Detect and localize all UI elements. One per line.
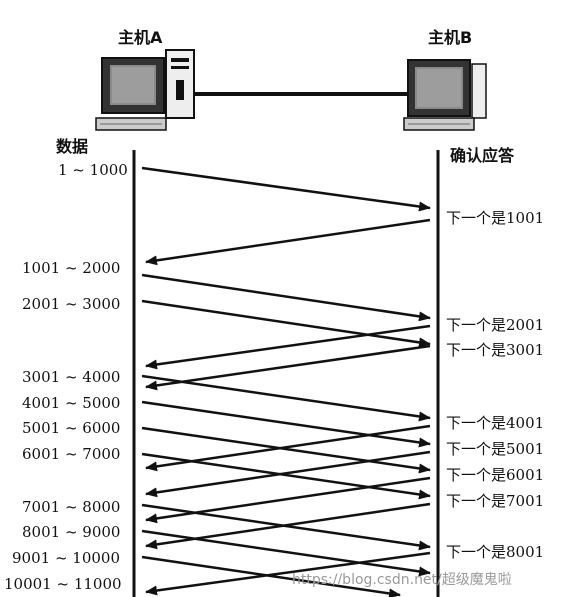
data-arrow xyxy=(141,400,431,448)
host-b-computer-icon xyxy=(403,59,487,131)
host-a-label: 主机A xyxy=(118,28,163,47)
ack-label: 下一个是1001 xyxy=(446,209,544,227)
data-column-title: 数据 xyxy=(56,137,88,156)
segment-label: 4001 ~ 5000 xyxy=(22,394,120,412)
ack-label: 下一个是7001 xyxy=(446,492,544,510)
ack-arrow xyxy=(145,551,431,596)
segment-label: 9001 ~ 10000 xyxy=(12,549,120,567)
ack-arrow xyxy=(145,502,431,550)
ack-arrow xyxy=(145,218,431,266)
ack-arrow xyxy=(145,324,431,370)
ack-label: 下一个是8001 xyxy=(446,543,544,561)
host-b-label: 主机B xyxy=(428,28,472,47)
segment-label: 8001 ~ 9000 xyxy=(22,523,120,541)
watermark: https://blog.csdn.net/超级魔鬼啦 xyxy=(292,571,512,588)
ack-arrow xyxy=(145,424,431,472)
data-arrow xyxy=(141,273,431,322)
segment-label: 7001 ~ 8000 xyxy=(22,498,120,516)
host-a-computer-icon xyxy=(95,49,195,131)
data-arrow xyxy=(141,299,431,348)
segment-label: 3001 ~ 4000 xyxy=(22,368,120,386)
data-arrow xyxy=(141,374,431,422)
segment-label: 10001 ~ 11000 xyxy=(4,575,122,593)
segment-label: 6001 ~ 7000 xyxy=(22,445,120,463)
segment-label: 1001 ~ 2000 xyxy=(22,259,120,277)
ack-arrow xyxy=(145,476,431,524)
ack-column-title: 确认应答 xyxy=(450,146,515,165)
ack-arrow xyxy=(145,450,431,498)
data-arrow xyxy=(141,426,431,474)
ack-label: 下一个是3001 xyxy=(446,341,544,359)
data-arrow xyxy=(141,452,431,500)
data-arrow xyxy=(141,166,431,212)
segment-label: 1 ~ 1000 xyxy=(58,161,128,179)
ack-label: 下一个是5001 xyxy=(446,440,544,458)
data-arrow xyxy=(141,529,431,577)
ack-label: 下一个是2001 xyxy=(446,316,544,334)
ack-arrow xyxy=(145,344,431,391)
network-cable xyxy=(194,92,408,96)
ack-label: 下一个是4001 xyxy=(446,414,544,432)
segment-label: 2001 ~ 3000 xyxy=(22,295,120,313)
ack-label: 下一个是6001 xyxy=(446,466,544,484)
segment-label: 5001 ~ 6000 xyxy=(22,419,120,437)
